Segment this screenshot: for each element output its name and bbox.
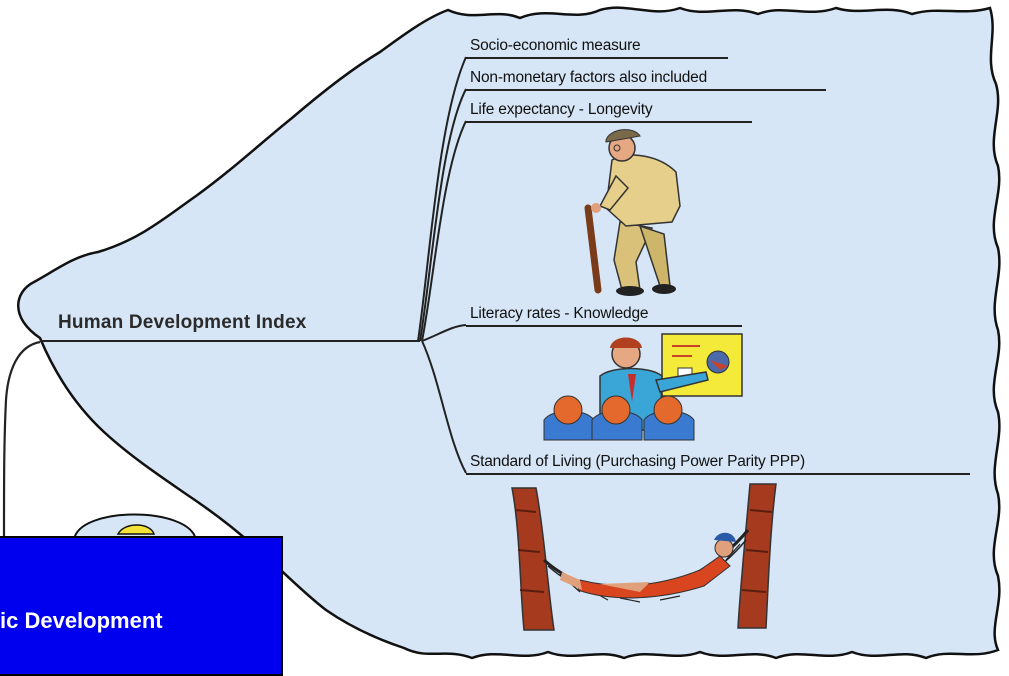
branch-connector-nonmon xyxy=(419,88,467,342)
branch-connector-lit xyxy=(421,324,467,342)
branch-connector-std xyxy=(421,340,467,474)
teacher-illustration xyxy=(543,333,743,441)
parent-connector xyxy=(2,340,41,537)
lightbulb-icon xyxy=(72,513,198,566)
parent-node-box xyxy=(0,536,283,676)
branch-label-non-monetary: Non-monetary factors also included xyxy=(470,69,708,86)
branch-label-standard-of-living: Standard of Living (Purchasing Power Par… xyxy=(470,453,806,470)
central-topic-label: Human Development Index xyxy=(58,312,307,333)
hammock-illustration xyxy=(511,483,777,631)
branch-label-socio-economic: Socio-economic measure xyxy=(470,37,641,54)
branch-label-life-expectancy: Life expectancy - Longevity xyxy=(470,101,653,118)
parent-node-label: ic Development xyxy=(0,608,163,633)
elderly-man-illustration xyxy=(584,129,681,296)
branch-connector-socio xyxy=(417,56,467,342)
branch-connector-life xyxy=(421,120,467,342)
branch-label-literacy: Literacy rates - Knowledge xyxy=(470,305,649,322)
